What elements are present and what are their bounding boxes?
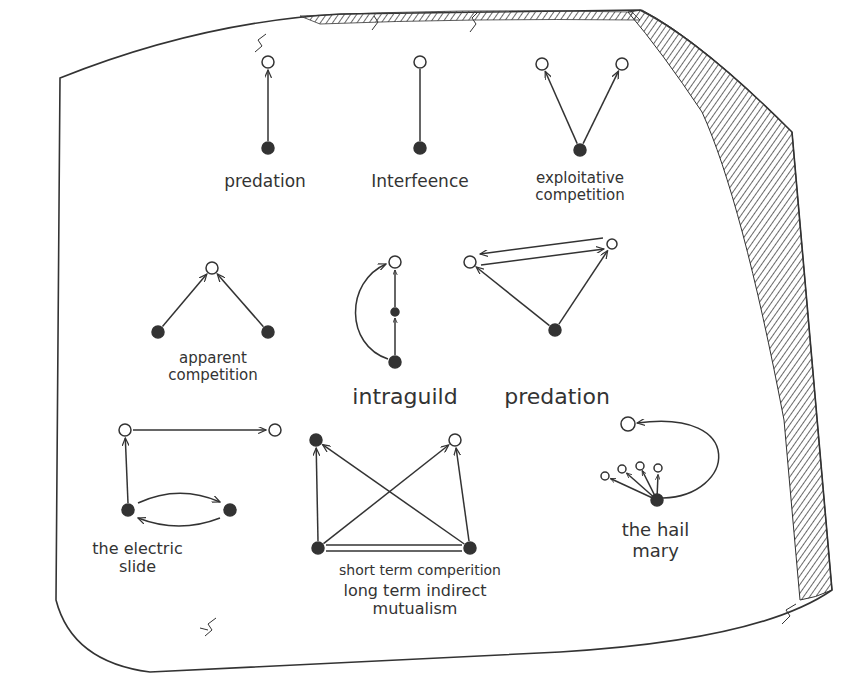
open-circle (389, 256, 401, 268)
rock-shaded-top (300, 11, 640, 24)
line (326, 550, 462, 552)
filled-circle (122, 504, 134, 516)
filled-circle (464, 542, 476, 554)
filled-circle (262, 142, 274, 154)
interference-label: Interfeence (360, 172, 480, 192)
module-label: the electric slide (80, 540, 195, 577)
arrow (323, 445, 465, 544)
arrow (394, 270, 396, 307)
open-circle (269, 424, 281, 436)
arrow (163, 274, 207, 327)
arrow (394, 318, 396, 355)
open-circle (601, 472, 609, 480)
filled-circle (414, 142, 426, 154)
curved-arrow (355, 264, 388, 359)
open-circle (262, 56, 274, 68)
arrow (545, 71, 577, 143)
rock-cracks (200, 12, 796, 636)
open-circle (607, 239, 617, 249)
open-circle (616, 58, 628, 70)
open-circle (119, 424, 131, 436)
arrow (642, 471, 654, 495)
open-circle (636, 462, 644, 470)
arrow (656, 475, 658, 495)
curved-arrow (637, 421, 719, 498)
curved-arrow (138, 518, 220, 526)
module-label: exploitative competition (505, 170, 655, 205)
open-circle (621, 417, 635, 431)
arrow (125, 438, 128, 503)
module-label: short term comperition (285, 562, 555, 578)
open-circle (536, 58, 548, 70)
arrow (476, 267, 549, 326)
module-label: the hail mary (598, 520, 713, 561)
predation-label: predation (205, 172, 325, 192)
curved-arrow (138, 493, 220, 503)
arrow (324, 445, 449, 544)
arrow (133, 429, 266, 431)
open-circle (464, 256, 476, 268)
arrow (217, 274, 263, 327)
arrow (456, 448, 469, 541)
line (419, 69, 421, 141)
species-circles (119, 56, 663, 554)
open-circle (654, 464, 662, 472)
filled-circle (152, 326, 164, 338)
arrow (583, 71, 618, 144)
open-circle (414, 56, 426, 68)
filled-circle (651, 494, 663, 506)
rock-outline (56, 10, 832, 672)
arrow (559, 251, 608, 325)
arrow (610, 479, 651, 498)
filled-circle (389, 356, 401, 368)
filled-circle (310, 434, 322, 446)
open-circle (206, 262, 218, 274)
interaction-modules (125, 69, 718, 551)
arrow (316, 448, 318, 541)
filled-circle (574, 144, 586, 156)
module-label: apparent competition (138, 350, 288, 385)
module-label: intraguild (330, 384, 480, 409)
filled-circle (391, 308, 399, 316)
open-circle (618, 465, 626, 473)
open-circle (449, 434, 461, 446)
filled-circle (549, 324, 561, 336)
module-label: long term indirect mutualism (320, 582, 510, 619)
rock-shaded-face (628, 10, 832, 600)
filled-circle (312, 542, 324, 554)
filled-circle (224, 504, 236, 516)
filled-circle (262, 326, 274, 338)
arrow (481, 249, 604, 265)
line (326, 544, 462, 546)
arrow (267, 70, 269, 141)
module-label: predation (482, 384, 632, 409)
